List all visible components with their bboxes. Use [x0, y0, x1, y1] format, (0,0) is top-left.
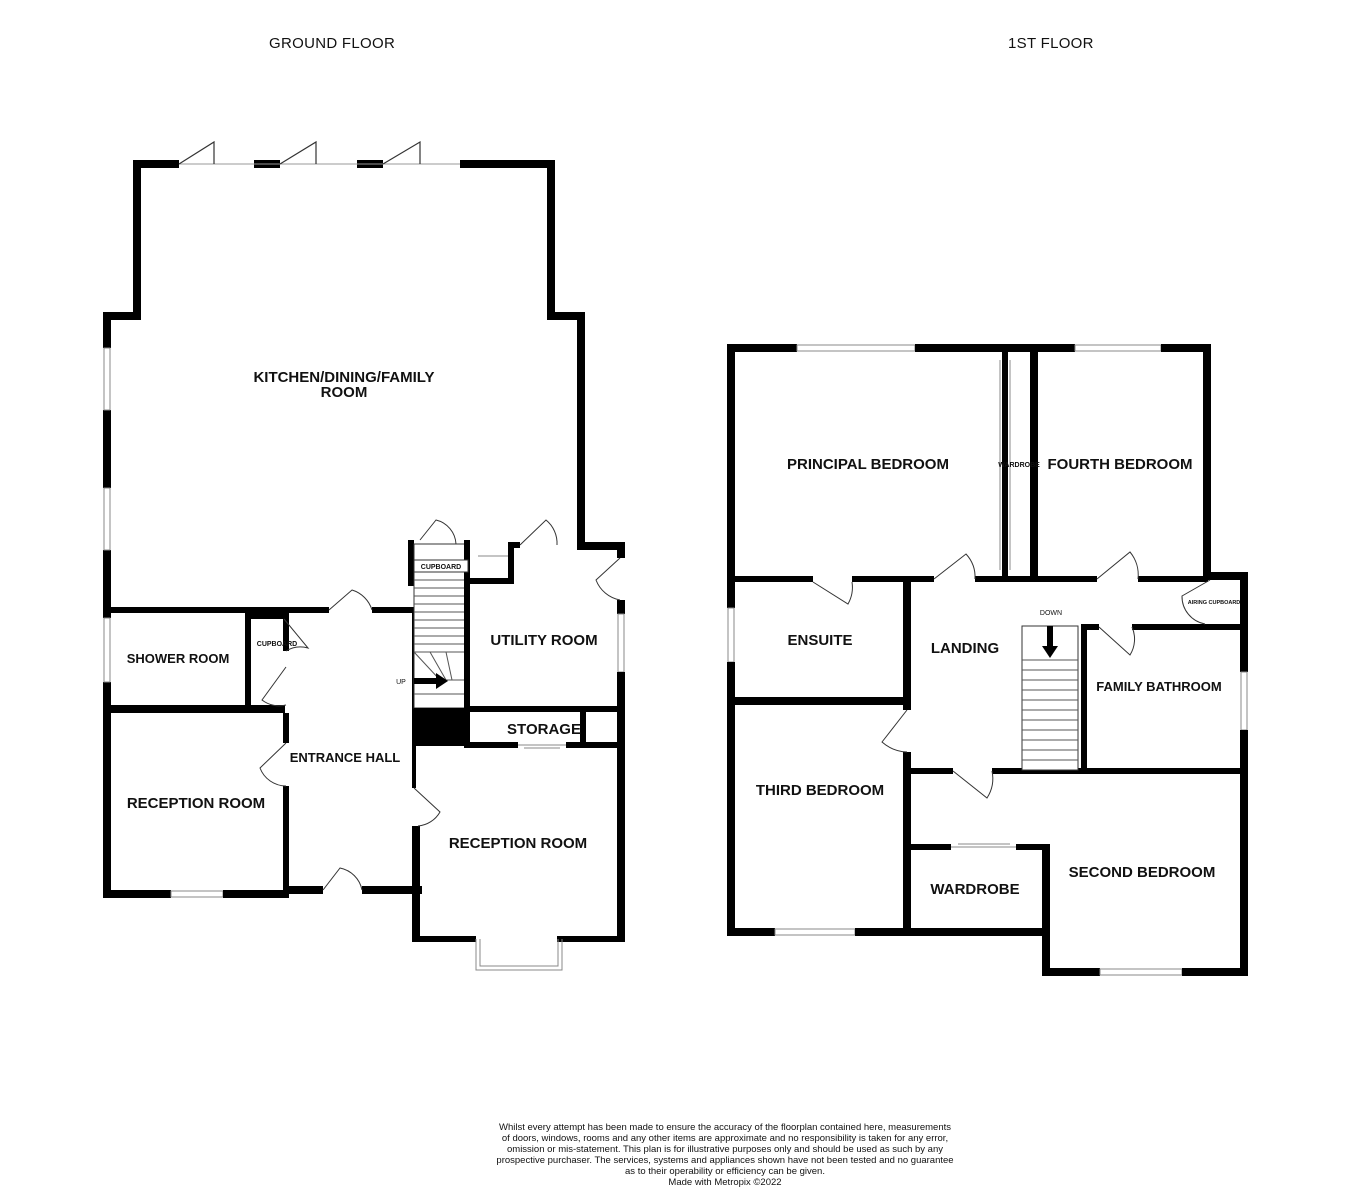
principal-bedroom-label: PRINCIPAL BEDROOM [787, 456, 949, 473]
disclaimer-credit: Made with Metropix ©2022 [668, 1177, 782, 1188]
kitchen-label: KITCHEN/DINING/FAMILY [253, 369, 434, 386]
family-bathroom-label: FAMILY BATHROOM [1096, 679, 1221, 694]
ground-floor-title: GROUND FLOOR [269, 35, 396, 52]
wardrobe-label: WARDROBE [930, 881, 1019, 898]
wardrobe-small-label: WARDROBE [998, 462, 1040, 469]
disclaimer-line: omission or mis-statement. This plan is … [507, 1144, 943, 1155]
disclaimer-line: of doors, windows, rooms and any other i… [501, 1133, 949, 1144]
landing-label: LANDING [931, 640, 999, 657]
disclaimer-line: prospective purchaser. The services, sys… [496, 1155, 954, 1166]
first-floor-title: 1ST FLOOR [1008, 35, 1094, 52]
second-bedroom-label: SECOND BEDROOM [1069, 864, 1216, 881]
third-bedroom-label: THIRD BEDROOM [756, 782, 884, 799]
stair-cupboard-label: CUPBOARD [421, 564, 461, 571]
shower-room-label: SHOWER ROOM [127, 651, 230, 666]
disclaimer: Whilst every attempt has been made to en… [470, 1122, 980, 1188]
entrance-hall-label: ENTRANCE HALL [290, 750, 401, 765]
ground-floor-plan [103, 140, 625, 971]
stairs-up-label: UP [396, 679, 406, 686]
reception-room-right-label: RECEPTION ROOM [449, 835, 587, 852]
first-floor-plan [727, 344, 1248, 976]
fourth-bedroom-label: FOURTH BEDROOM [1048, 456, 1193, 473]
reception-room-left-label: RECEPTION ROOM [127, 795, 265, 812]
stairs-down-label: DOWN [1040, 610, 1062, 617]
utility-room-label: UTILITY ROOM [490, 632, 597, 649]
ensuite-label: ENSUITE [787, 632, 852, 649]
disclaimer-line: as to their operability or efficiency ca… [625, 1166, 825, 1177]
airing-cupboard-label: AIRING CUPBOARD [1188, 600, 1241, 606]
disclaimer-line: Whilst every attempt has been made to en… [498, 1122, 952, 1133]
kitchen-label-line2: ROOM [321, 384, 368, 401]
cupboard-label: CUPBOARD [257, 641, 297, 648]
storage-label: STORAGE [507, 721, 581, 738]
